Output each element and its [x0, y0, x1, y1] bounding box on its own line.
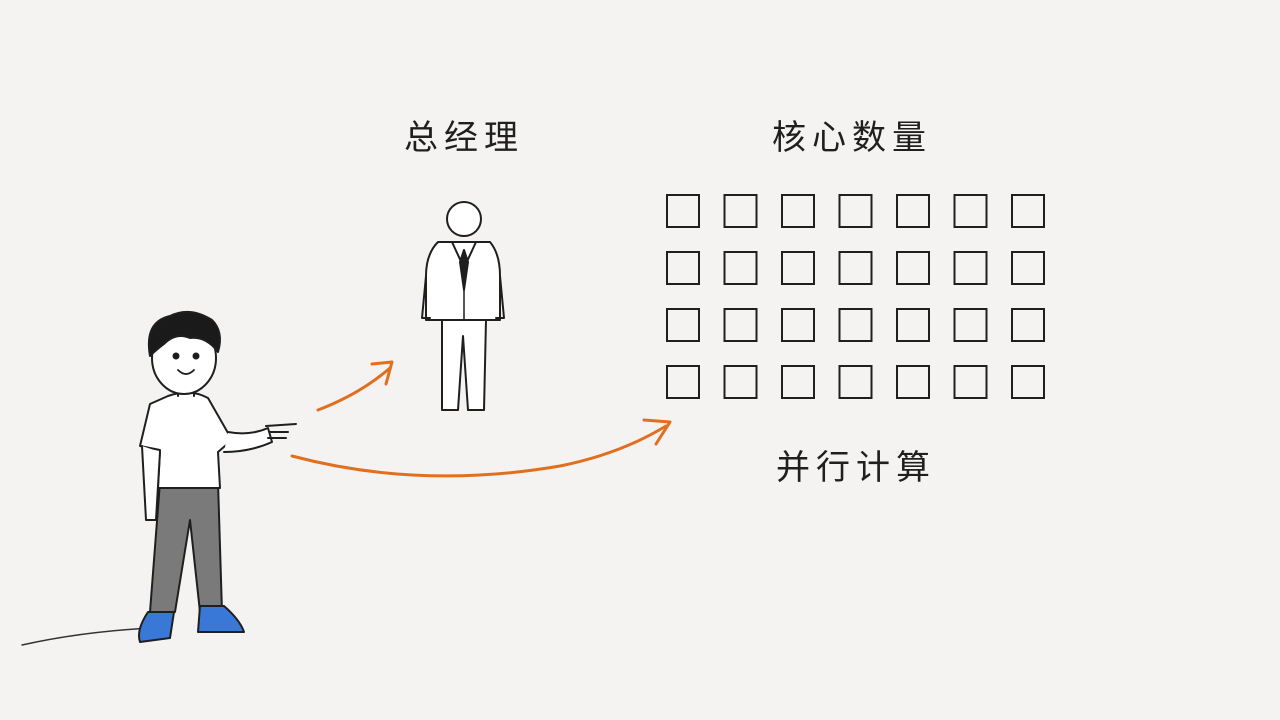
- core-square: [838, 308, 873, 342]
- core-square: [723, 251, 758, 285]
- core-square: [838, 251, 873, 285]
- arrow-to-cores-head: [642, 418, 672, 446]
- arrow-to-manager-head: [370, 360, 394, 386]
- core-square: [723, 308, 758, 342]
- core-square: [723, 365, 758, 399]
- core-square: [896, 251, 930, 285]
- core-square: [723, 194, 758, 228]
- arrow-to-manager: [316, 366, 392, 412]
- arrows: [290, 360, 672, 478]
- core-square: [896, 365, 930, 399]
- core-square: [666, 251, 700, 285]
- core-square: [1011, 308, 1045, 342]
- core-square: [1011, 194, 1045, 228]
- core-square: [896, 308, 930, 342]
- boy-figure: [138, 310, 297, 643]
- boy-shoe-right: [197, 605, 245, 633]
- boy-hand: [265, 423, 297, 439]
- core-square: [953, 194, 988, 228]
- core-square: [781, 365, 815, 399]
- manager-legs: [441, 319, 487, 411]
- core-square: [781, 194, 815, 228]
- core-grid: [666, 194, 1045, 399]
- core-square: [666, 365, 700, 399]
- boy-hair: [148, 310, 221, 357]
- core-square: [1011, 365, 1045, 399]
- ground-line: [21, 627, 151, 646]
- core-square: [838, 194, 873, 228]
- core-square: [781, 251, 815, 285]
- boy-shoe-left: [138, 611, 175, 643]
- boy-pants: [149, 481, 223, 613]
- core-square: [1011, 251, 1045, 285]
- manager-head: [446, 201, 482, 237]
- core-square: [666, 308, 700, 342]
- manager-figure: [421, 201, 505, 411]
- core-square: [666, 194, 700, 228]
- core-count-label: 核心数量: [772, 118, 932, 158]
- core-square: [953, 308, 988, 342]
- boy-arm: [223, 427, 273, 453]
- general-manager-label: 总经理: [404, 118, 524, 158]
- boy-left-arm: [141, 445, 161, 521]
- core-square: [953, 251, 988, 285]
- arrow-to-cores: [290, 424, 668, 478]
- core-square: [838, 365, 873, 399]
- parallel-compute-label: 并行计算: [776, 448, 936, 488]
- core-square: [896, 194, 930, 228]
- core-square: [953, 365, 988, 399]
- core-square: [781, 308, 815, 342]
